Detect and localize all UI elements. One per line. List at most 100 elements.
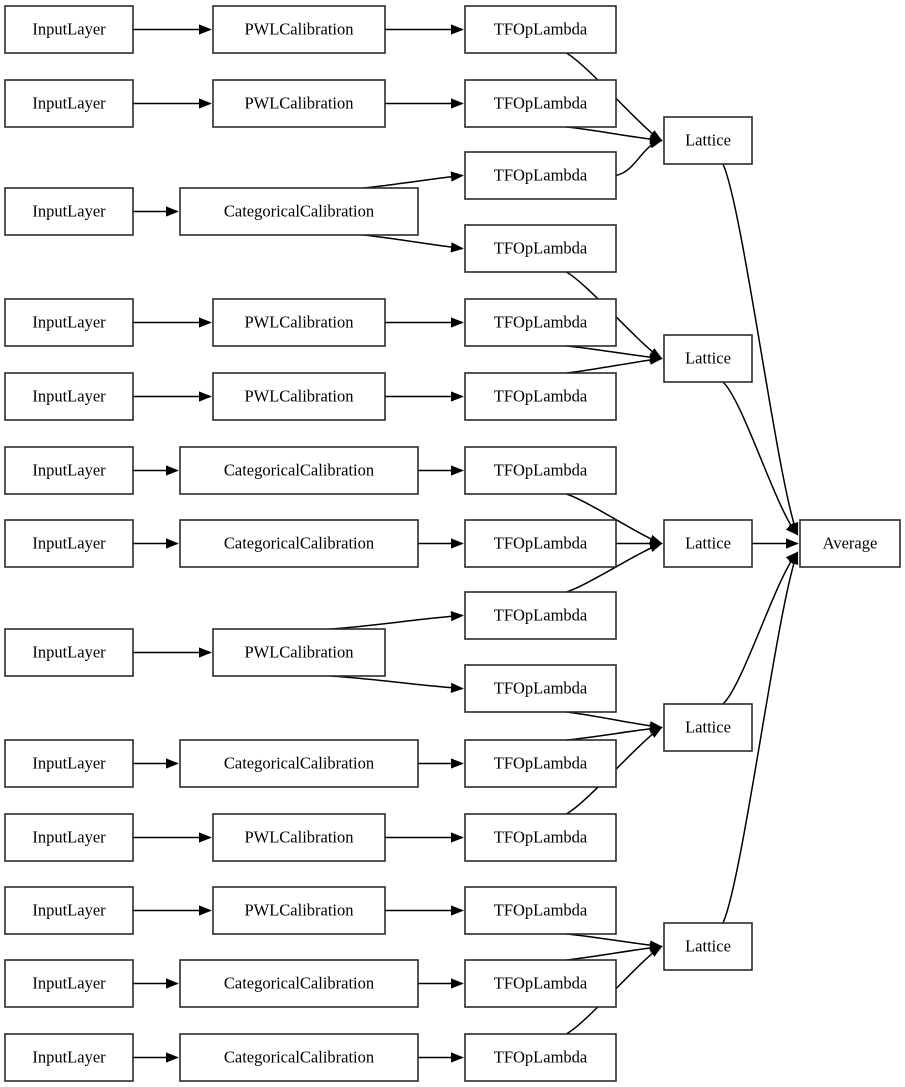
node-tfop-lambda[interactable]: TFOpLambda bbox=[464, 1033, 617, 1082]
node-tfop-lambda[interactable]: TFOpLambda bbox=[464, 298, 617, 347]
node-lattice[interactable]: Lattice bbox=[663, 334, 753, 383]
node-box[interactable] bbox=[212, 5, 386, 54]
node-average[interactable]: Average bbox=[799, 519, 901, 568]
node-tfop-lambda[interactable]: TFOpLambda bbox=[464, 446, 617, 495]
node-box[interactable] bbox=[464, 1033, 617, 1082]
node-tfop-lambda[interactable]: TFOpLambda bbox=[464, 591, 617, 640]
node-input-layer[interactable]: InputLayer bbox=[4, 372, 134, 421]
node-input-layer[interactable]: InputLayer bbox=[4, 886, 134, 935]
node-box[interactable] bbox=[4, 628, 134, 677]
node-categorical-calibration[interactable]: CategoricalCalibration bbox=[179, 1033, 419, 1082]
node-tfop-lambda[interactable]: TFOpLambda bbox=[464, 79, 617, 128]
node-box[interactable] bbox=[464, 519, 617, 568]
node-box[interactable] bbox=[464, 959, 617, 1008]
arrow-head-icon bbox=[451, 317, 464, 328]
node-box[interactable] bbox=[799, 519, 901, 568]
node-box[interactable] bbox=[464, 591, 617, 640]
node-box[interactable] bbox=[212, 298, 386, 347]
node-pwlcalibration[interactable]: PWLCalibration bbox=[212, 628, 386, 677]
node-input-layer[interactable]: InputLayer bbox=[4, 628, 134, 677]
edge-line bbox=[566, 711, 662, 729]
node-tfop-lambda[interactable]: TFOpLambda bbox=[464, 813, 617, 862]
node-box[interactable] bbox=[4, 5, 134, 54]
node-box[interactable] bbox=[4, 813, 134, 862]
node-categorical-calibration[interactable]: CategoricalCalibration bbox=[179, 446, 419, 495]
node-input-layer[interactable]: InputLayer bbox=[4, 187, 134, 236]
node-box[interactable] bbox=[4, 519, 134, 568]
node-tfop-lambda[interactable]: TFOpLambda bbox=[464, 151, 617, 200]
node-categorical-calibration[interactable]: CategoricalCalibration bbox=[179, 739, 419, 788]
node-input-layer[interactable]: InputLayer bbox=[4, 519, 134, 568]
node-input-layer[interactable]: InputLayer bbox=[4, 5, 134, 54]
node-box[interactable] bbox=[464, 446, 617, 495]
node-tfop-lambda[interactable]: TFOpLambda bbox=[464, 519, 617, 568]
node-box[interactable] bbox=[464, 298, 617, 347]
node-box[interactable] bbox=[464, 813, 617, 862]
edge-input-layer-to-categorical-calibration bbox=[133, 978, 179, 989]
node-pwlcalibration[interactable]: PWLCalibration bbox=[212, 5, 386, 54]
node-lattice[interactable]: Lattice bbox=[663, 519, 753, 568]
node-box[interactable] bbox=[663, 922, 753, 971]
node-box[interactable] bbox=[464, 664, 617, 713]
node-categorical-calibration[interactable]: CategoricalCalibration bbox=[179, 187, 419, 236]
node-tfop-lambda[interactable]: TFOpLambda bbox=[464, 739, 617, 788]
node-box[interactable] bbox=[212, 628, 386, 677]
node-box[interactable] bbox=[179, 519, 419, 568]
node-box[interactable] bbox=[464, 5, 617, 54]
node-categorical-calibration[interactable]: CategoricalCalibration bbox=[179, 959, 419, 1008]
node-input-layer[interactable]: InputLayer bbox=[4, 1033, 134, 1082]
node-box[interactable] bbox=[4, 959, 134, 1008]
node-tfop-lambda[interactable]: TFOpLambda bbox=[464, 664, 617, 713]
node-box[interactable] bbox=[212, 79, 386, 128]
node-pwlcalibration[interactable]: PWLCalibration bbox=[212, 372, 386, 421]
node-input-layer[interactable]: InputLayer bbox=[4, 298, 134, 347]
node-box[interactable] bbox=[179, 187, 419, 236]
node-box[interactable] bbox=[464, 151, 617, 200]
node-box[interactable] bbox=[212, 372, 386, 421]
node-tfop-lambda[interactable]: TFOpLambda bbox=[464, 886, 617, 935]
node-lattice[interactable]: Lattice bbox=[663, 703, 753, 752]
node-input-layer[interactable]: InputLayer bbox=[4, 79, 134, 128]
node-input-layer[interactable]: InputLayer bbox=[4, 739, 134, 788]
node-box[interactable] bbox=[179, 1033, 419, 1082]
node-input-layer[interactable]: InputLayer bbox=[4, 959, 134, 1008]
node-box[interactable] bbox=[464, 224, 617, 273]
node-input-layer[interactable]: InputLayer bbox=[4, 813, 134, 862]
node-pwlcalibration[interactable]: PWLCalibration bbox=[212, 298, 386, 347]
node-box[interactable] bbox=[663, 519, 753, 568]
node-lattice[interactable]: Lattice bbox=[663, 922, 753, 971]
node-pwlcalibration[interactable]: PWLCalibration bbox=[212, 813, 386, 862]
node-pwlcalibration[interactable]: PWLCalibration bbox=[212, 886, 386, 935]
arrow-head-icon bbox=[451, 832, 464, 843]
node-box[interactable] bbox=[179, 739, 419, 788]
arrow-head-icon bbox=[451, 538, 464, 549]
node-box[interactable] bbox=[212, 813, 386, 862]
node-box[interactable] bbox=[4, 1033, 134, 1082]
node-tfop-lambda[interactable]: TFOpLambda bbox=[464, 959, 617, 1008]
node-box[interactable] bbox=[4, 886, 134, 935]
node-tfop-lambda[interactable]: TFOpLambda bbox=[464, 372, 617, 421]
node-box[interactable] bbox=[4, 79, 134, 128]
node-box[interactable] bbox=[464, 372, 617, 421]
node-box[interactable] bbox=[464, 739, 617, 788]
node-box[interactable] bbox=[464, 79, 617, 128]
node-box[interactable] bbox=[4, 372, 134, 421]
node-box[interactable] bbox=[4, 739, 134, 788]
node-box[interactable] bbox=[179, 446, 419, 495]
node-box[interactable] bbox=[663, 334, 753, 383]
node-lattice[interactable]: Lattice bbox=[663, 116, 753, 165]
node-tfop-lambda[interactable]: TFOpLambda bbox=[464, 224, 617, 273]
node-tfop-lambda[interactable]: TFOpLambda bbox=[464, 5, 617, 54]
node-box[interactable] bbox=[663, 703, 753, 752]
node-box[interactable] bbox=[4, 187, 134, 236]
node-box[interactable] bbox=[212, 886, 386, 935]
node-pwlcalibration[interactable]: PWLCalibration bbox=[212, 79, 386, 128]
node-box[interactable] bbox=[663, 116, 753, 165]
edge-categorical-calibration-to-tfop-lambda bbox=[362, 171, 464, 189]
node-box[interactable] bbox=[179, 959, 419, 1008]
node-categorical-calibration[interactable]: CategoricalCalibration bbox=[179, 519, 419, 568]
node-box[interactable] bbox=[4, 446, 134, 495]
node-box[interactable] bbox=[464, 886, 617, 935]
node-box[interactable] bbox=[4, 298, 134, 347]
node-input-layer[interactable]: InputLayer bbox=[4, 446, 134, 495]
